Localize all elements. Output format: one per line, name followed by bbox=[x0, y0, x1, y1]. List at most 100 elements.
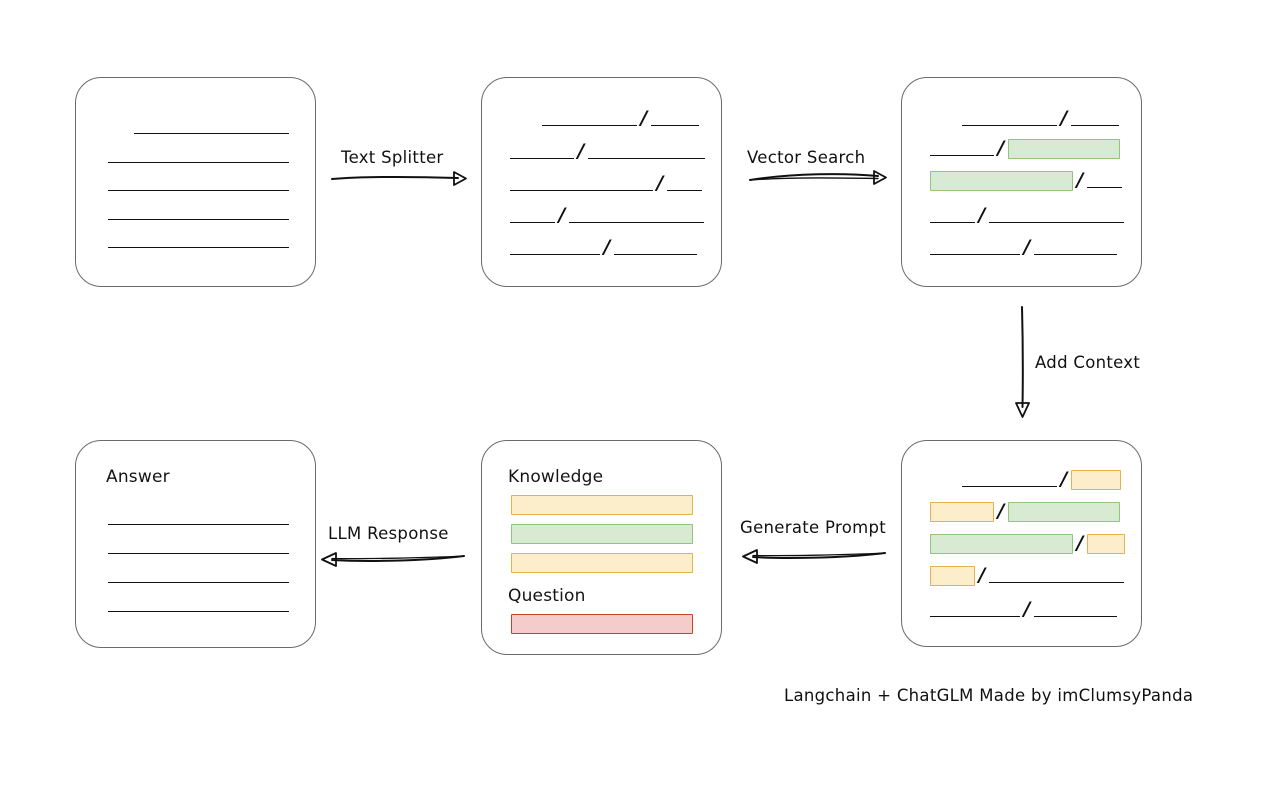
separator-slash: / bbox=[1023, 235, 1031, 258]
highlight-yellow bbox=[930, 502, 994, 522]
highlight-green bbox=[511, 524, 693, 544]
separator-slash: / bbox=[640, 106, 648, 129]
chunk-row: / bbox=[542, 108, 699, 130]
doc-line-row bbox=[134, 116, 289, 138]
doc-line-row bbox=[108, 202, 289, 224]
text-line bbox=[510, 254, 600, 255]
chunk-row: / bbox=[510, 173, 702, 195]
card-prompt[interactable]: Knowledge Question bbox=[481, 440, 722, 655]
doc-line-row bbox=[108, 230, 289, 252]
chunk-row: / bbox=[510, 205, 704, 227]
text-line bbox=[667, 190, 702, 191]
text-line bbox=[588, 158, 705, 159]
chunk-row: / bbox=[930, 599, 1117, 621]
text-line bbox=[930, 616, 1020, 617]
chunk-row: / bbox=[930, 205, 1124, 227]
chunk-row: / bbox=[930, 533, 1125, 555]
answer-label: Answer bbox=[106, 467, 170, 487]
text-line bbox=[1087, 187, 1122, 188]
chunk-row: / bbox=[930, 501, 1120, 523]
card-split-chunks[interactable]: / / / / / bbox=[481, 77, 722, 287]
arrow-label-llm-response: LLM Response bbox=[328, 524, 449, 543]
arrow-text-splitter bbox=[331, 171, 467, 186]
highlight-red bbox=[511, 614, 693, 634]
arrow-label-generate-prompt: Generate Prompt bbox=[740, 518, 886, 537]
chunk-row: / bbox=[510, 237, 697, 259]
text-line bbox=[108, 190, 289, 191]
text-line bbox=[108, 219, 289, 220]
chunk-row: / bbox=[962, 469, 1121, 491]
answer-line-row bbox=[108, 565, 289, 587]
text-line bbox=[108, 582, 289, 583]
highlight-green bbox=[930, 171, 1073, 191]
text-line bbox=[989, 582, 1124, 583]
text-line bbox=[108, 247, 289, 248]
text-line bbox=[134, 133, 289, 134]
text-line bbox=[542, 125, 637, 126]
separator-slash: / bbox=[1060, 106, 1068, 129]
separator-slash: / bbox=[577, 139, 585, 162]
answer-line-row bbox=[108, 507, 289, 529]
separator-slash: / bbox=[978, 563, 986, 586]
separator-slash: / bbox=[1076, 168, 1084, 191]
highlight-yellow bbox=[1087, 534, 1125, 554]
text-line bbox=[510, 222, 555, 223]
highlight-green bbox=[1008, 139, 1120, 159]
answer-line-row bbox=[108, 536, 289, 558]
text-line bbox=[510, 190, 653, 191]
text-line bbox=[962, 125, 1057, 126]
text-line bbox=[510, 158, 574, 159]
card-answer[interactable]: Answer bbox=[75, 440, 316, 648]
answer-line-row bbox=[108, 594, 289, 616]
chunk-row: / bbox=[510, 141, 705, 163]
text-line bbox=[108, 524, 289, 525]
text-line bbox=[651, 125, 699, 126]
text-line bbox=[930, 155, 994, 156]
arrow-label-vector-search: Vector Search bbox=[747, 148, 866, 167]
card-context-chunks[interactable]: / / / / / bbox=[901, 440, 1142, 647]
highlight-yellow bbox=[511, 495, 693, 515]
text-line bbox=[962, 486, 1057, 487]
knowledge-bar-row bbox=[511, 523, 693, 545]
prompt-knowledge-label: Knowledge bbox=[508, 467, 604, 487]
text-line bbox=[108, 162, 289, 163]
text-line bbox=[108, 553, 289, 554]
footer-credit: Langchain + ChatGLM Made by imClumsyPand… bbox=[784, 686, 1194, 705]
separator-slash: / bbox=[1060, 467, 1068, 490]
card-source-document[interactable] bbox=[75, 77, 316, 287]
chunk-row: / bbox=[930, 237, 1117, 259]
arrow-vector-search bbox=[749, 170, 887, 185]
doc-line-row bbox=[108, 173, 289, 195]
arrow-llm-response bbox=[321, 552, 465, 567]
separator-slash: / bbox=[1023, 597, 1031, 620]
arrow-label-add-context: Add Context bbox=[1035, 353, 1141, 372]
highlight-yellow bbox=[1071, 470, 1121, 490]
chunk-row: / bbox=[962, 108, 1119, 130]
text-line bbox=[108, 611, 289, 612]
prompt-question-label: Question bbox=[508, 586, 586, 606]
separator-slash: / bbox=[656, 171, 664, 194]
separator-slash: / bbox=[997, 136, 1005, 159]
text-line bbox=[989, 222, 1124, 223]
text-line bbox=[1071, 125, 1119, 126]
separator-slash: / bbox=[603, 235, 611, 258]
highlight-green bbox=[930, 534, 1073, 554]
arrow-generate-prompt bbox=[742, 549, 886, 564]
separator-slash: / bbox=[1076, 531, 1084, 554]
card-matched-chunks[interactable]: / / / / / bbox=[901, 77, 1142, 287]
separator-slash: / bbox=[997, 499, 1005, 522]
highlight-yellow bbox=[930, 566, 975, 586]
knowledge-bar-row bbox=[511, 494, 693, 516]
chunk-row: / bbox=[930, 565, 1124, 587]
text-line bbox=[614, 254, 697, 255]
arrow-add-context bbox=[1015, 306, 1030, 418]
text-line bbox=[569, 222, 704, 223]
highlight-green bbox=[1008, 502, 1120, 522]
text-line bbox=[930, 222, 975, 223]
chunk-row: / bbox=[930, 170, 1122, 192]
arrow-label-text-splitter: Text Splitter bbox=[341, 148, 444, 167]
chunk-row: / bbox=[930, 138, 1120, 160]
highlight-yellow bbox=[511, 553, 693, 573]
separator-slash: / bbox=[558, 203, 566, 226]
